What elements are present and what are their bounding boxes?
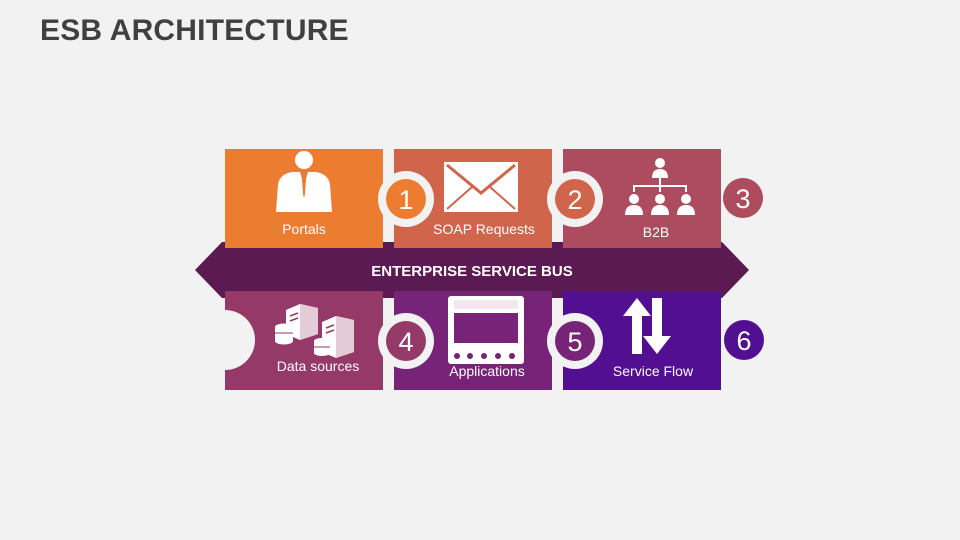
svg-text:6: 6 — [736, 326, 751, 356]
servers-database-icon — [275, 304, 354, 358]
svg-text:5: 5 — [567, 327, 582, 357]
svg-text:1: 1 — [398, 185, 413, 215]
puzzle-notch — [195, 310, 255, 370]
businessman-icon — [276, 151, 332, 212]
svg-text:2: 2 — [567, 185, 582, 215]
org-chart-icon — [625, 158, 695, 215]
number-badge-2: 2 — [547, 171, 603, 227]
tile-data-sources: Data sources — [195, 291, 383, 390]
number-badge-3: 3 — [723, 178, 763, 218]
svg-text:3: 3 — [735, 184, 750, 214]
envelope-icon — [444, 162, 518, 212]
svg-text:4: 4 — [398, 327, 413, 357]
application-device-icon — [448, 296, 524, 364]
tile-soap-requests: SOAP Requests — [394, 149, 552, 248]
bus-label: ENTERPRISE SERVICE BUS — [371, 263, 572, 280]
tile-label: B2B — [643, 224, 669, 240]
number-badge-5: 5 — [547, 313, 603, 369]
tile-label: Applications — [449, 363, 525, 379]
up-down-arrows-icon — [623, 298, 671, 354]
tile-portals: Portals — [225, 149, 383, 248]
tile-label: Service Flow — [613, 363, 694, 379]
number-badge-4: 4 — [378, 313, 434, 369]
tile-label: Data sources — [277, 358, 359, 374]
number-badge-1: 1 — [378, 171, 434, 227]
page-title: ESB ARCHITECTURE — [40, 14, 349, 47]
tile-label: SOAP Requests — [433, 221, 535, 237]
number-badge-6: 6 — [724, 320, 764, 360]
bus-arrow — [195, 242, 749, 298]
tile-label: Portals — [282, 221, 326, 237]
